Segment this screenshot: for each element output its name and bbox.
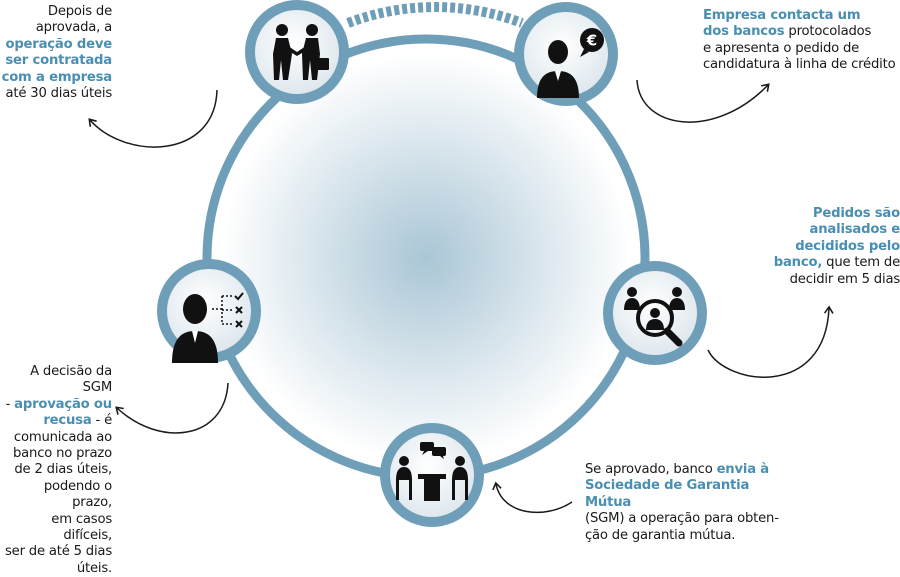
step-3-text-part: envia à [716,462,770,477]
step-4-text-part: banco no prazo [12,446,112,462]
decision-checklist-icon [172,292,244,363]
step-4-text-part: - [5,396,15,412]
step-2-text-part: que tem de [822,255,900,271]
businessman-euro-icon: € [537,28,604,98]
step-5-text-part: até 30 dias úteis [5,86,113,102]
step-3-text-part: (SGM) a operação para obten- [585,511,779,527]
step-5-text-part: operação deve [5,36,112,52]
diagram-graphics: € [88,0,834,527]
step-4-text-part: A decisão da SGM [30,364,112,396]
step-2-text-part: analisados e [809,222,900,238]
arrow-step-2 [707,305,834,378]
node-step-1: € [514,2,618,106]
step-1-text-part: dos bancos [703,24,785,40]
step-4-text-part: podendo o prazo, [43,478,112,511]
ring-dashed-segment [346,2,524,28]
node-step-5 [245,0,349,104]
step-1-text-part: e apresenta o pedido de [703,40,860,56]
step-3-text-part: ção de garantia mútua. [585,527,736,543]
step-3-text-part: Se aprovado, banco [585,462,717,477]
step-4-text-part: comunicada ao [13,429,112,445]
step-1-text-part: protocolados [784,24,872,40]
step-5-text-part: com a empresa [1,69,113,85]
step-4-text-part: úteis. [76,560,112,576]
arrow-step-4 [115,382,229,434]
center-glow [221,53,631,463]
step-5-text-part: ser contratada [5,53,112,69]
node-step-3 [380,423,484,527]
step-3-text-part: Sociedade de Garantia Mútua [585,478,750,510]
step-2-text-part: decidir em 5 dias [789,271,900,287]
step-5-text-part: Depois de [47,4,112,19]
handshake-icon [273,24,329,80]
step-4-text-part: recusa [43,413,92,429]
arrow-step-5 [88,89,218,148]
step-1-text-part: candidatura à linha de crédito [703,57,896,73]
node-step-4 [157,259,261,363]
step-4-text-part: ser de até 5 dias [4,544,112,560]
step-2-text-part: Pedidos são [812,206,900,221]
arrow-step-1 [636,79,770,123]
step-4-text-part: de 2 dias úteis, [14,462,112,478]
svg-text:€: € [586,32,597,50]
arrow-step-3 [492,481,573,514]
step-1-text-part: Empresa contacta um [703,8,861,23]
node-step-2 [603,261,707,365]
step-2-text-part: banco, [773,255,823,271]
step-4-text-part: - é [91,413,113,429]
step-5-text-part: aprovada, a [35,20,112,36]
step-4-text-part: em casos difíceis, [51,511,112,544]
magnifier-analysis-icon [624,287,685,347]
step-4-text-part: aprovação ou [14,396,112,412]
step-2-text-part: decididos pelo [795,238,900,254]
meeting-table-icon [396,442,468,501]
